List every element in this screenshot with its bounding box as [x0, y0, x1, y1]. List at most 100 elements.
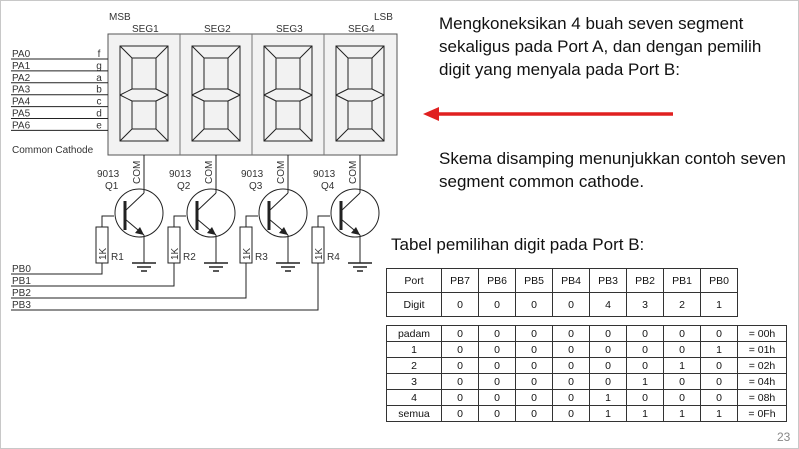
table-cell: PB5 [515, 268, 553, 293]
npn-transistor-icon [114, 188, 164, 238]
table-cell: 0 [515, 373, 553, 390]
table-cell: 0 [552, 292, 590, 317]
pb-wire [11, 263, 175, 287]
table-cell: 0 [552, 373, 590, 390]
table-title: Tabel pemilihan digit pada Port B: [391, 235, 645, 254]
table-cell: 1 [626, 373, 664, 390]
com-label: COM [276, 161, 287, 184]
base-wire [245, 215, 258, 227]
lsb-label: LSB [374, 12, 393, 23]
segment-pin-label: g [96, 61, 102, 72]
table-cell: 0 [441, 292, 479, 317]
table-cell: 0 [515, 389, 553, 406]
pb-wire [11, 263, 319, 311]
emitter-arrow-icon [207, 227, 216, 235]
table-cell: 0 [663, 373, 701, 390]
table-cell: 1 [700, 292, 738, 317]
table-cell: 1 [700, 405, 738, 422]
table-cell: 0 [441, 357, 479, 374]
transistor-leads [124, 192, 145, 236]
table-cell: 0 [552, 357, 590, 374]
msb-label: MSB [109, 12, 131, 23]
resistor-label: R4 [327, 252, 340, 263]
table-cell: 4 [386, 389, 442, 406]
table-cell: PB4 [552, 268, 590, 293]
resistor-value: 1K [170, 247, 181, 260]
transistor-label: Q4 [321, 181, 335, 192]
table-cell: 1 [700, 341, 738, 358]
resistor-value: 1K [314, 247, 325, 260]
table-cell: 0 [478, 405, 516, 422]
note-text: Skema disamping menunjukkan contoh seven… [439, 149, 786, 191]
table-cell: 1 [626, 405, 664, 422]
table-cell: 0 [478, 292, 516, 317]
table-cell: 1 [663, 405, 701, 422]
resistor-value: 1K [98, 247, 109, 260]
table-cell: PB6 [478, 268, 516, 293]
seven-segment-digit [335, 45, 385, 142]
table-cell: 0 [552, 341, 590, 358]
table-cell: PB2 [626, 268, 664, 293]
segment-label: SEG2 [204, 24, 231, 35]
table-cell: = 00h [737, 325, 787, 342]
table-cell: = 02h [737, 357, 787, 374]
table-cell: 1 [589, 405, 627, 422]
table-cell: 0 [478, 389, 516, 406]
npn-transistor-icon [258, 188, 308, 238]
table-cell: 0 [589, 325, 627, 342]
table-cell: 0 [626, 325, 664, 342]
com-label: COM [132, 161, 143, 184]
segment-label: SEG4 [348, 24, 375, 35]
transistor-leads [340, 192, 361, 236]
table-cell: 0 [441, 325, 479, 342]
table-cell: 0 [478, 357, 516, 374]
base-wire [317, 215, 330, 227]
com-label: COM [348, 161, 359, 184]
table-cell: = 08h [737, 389, 787, 406]
pb-wire [11, 263, 103, 275]
resistor-label: R3 [255, 252, 268, 263]
table-cell: 2 [663, 292, 701, 317]
transistor-label: Q2 [177, 181, 191, 192]
table-cell: 1 [589, 389, 627, 406]
table-cell: 0 [515, 341, 553, 358]
table-cell: 0 [478, 325, 516, 342]
segment-label: SEG1 [132, 24, 159, 35]
table-cell: 0 [515, 292, 553, 317]
emitter-arrow-icon [135, 227, 144, 235]
intro-text: Mengkoneksikan 4 buah seven segment seka… [439, 14, 762, 79]
table-cell: 0 [700, 373, 738, 390]
pa-pin-label: PA4 [12, 97, 31, 108]
table-cell: PB0 [700, 268, 738, 293]
pb-pin-label: PB0 [12, 264, 31, 275]
table-cell: 0 [700, 389, 738, 406]
table-cell: 0 [441, 405, 479, 422]
table-cell: 3 [626, 292, 664, 317]
table-cell: 2 [386, 357, 442, 374]
table-cell: = 01h [737, 341, 787, 358]
resistor-label: R2 [183, 252, 196, 263]
table-cell: 0 [663, 341, 701, 358]
table-cell: padam [386, 325, 442, 342]
table-cell: 0 [515, 357, 553, 374]
pa-pin-label: PA3 [12, 85, 31, 96]
table-cell: 0 [626, 341, 664, 358]
table-cell: 0 [441, 341, 479, 358]
transistor-label: Q3 [249, 181, 263, 192]
com-label: COM [204, 161, 215, 184]
segment-pin-label: c [97, 97, 102, 108]
segment-pin-label: d [96, 109, 102, 120]
segment-pin-label: a [96, 73, 102, 84]
seven-segment-digit [191, 45, 241, 142]
table-cell: 0 [441, 373, 479, 390]
table-cell: 3 [386, 373, 442, 390]
table-cell: 0 [589, 357, 627, 374]
transistor-type-label: 9013 [97, 169, 120, 180]
transistor-type-label: 9013 [313, 169, 336, 180]
table-cell: 1 [663, 357, 701, 374]
table-cell: 0 [441, 389, 479, 406]
